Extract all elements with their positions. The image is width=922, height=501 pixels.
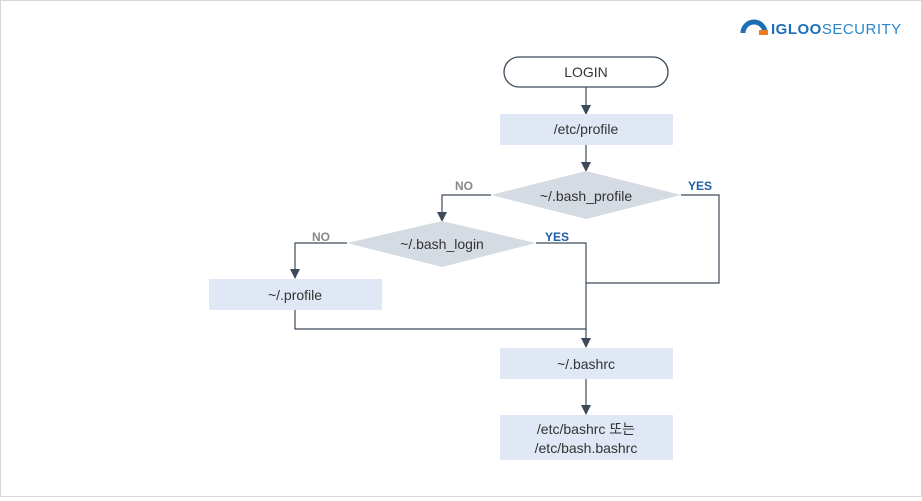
node-login: LOGIN: [503, 56, 669, 88]
igloo-security-logo: IGLOOSECURITY: [740, 19, 902, 38]
no-label-bash-login: NO: [312, 230, 330, 244]
node-bashrc-label: ~/.bashrc: [557, 356, 615, 372]
line-bash-profile-yes: [586, 194, 720, 284]
logo-text-bold: IGLOO: [771, 21, 822, 38]
yes-label-bash-profile: YES: [688, 179, 712, 193]
igloo-logo-mark-icon: [740, 19, 768, 35]
decision-bash-profile: ~/.bash_profile: [491, 171, 681, 219]
svg-text:IGLOOSECURITY: IGLOOSECURITY: [771, 21, 902, 38]
arrow-bash-login-yes: [536, 242, 591, 348]
decision-bash-profile-label: ~/.bash_profile: [540, 188, 632, 204]
node-home-profile-label: ~/.profile: [268, 287, 322, 303]
node-login-label: LOGIN: [564, 64, 608, 80]
logo-text-rest: SECURITY: [822, 21, 902, 38]
node-home-profile: ~/.profile: [209, 279, 382, 310]
yes-label-bash-login: YES: [545, 230, 569, 244]
arrow-bash-login-no: [290, 242, 347, 279]
node-etc-profile: /etc/profile: [500, 114, 673, 145]
node-etc-bashrc-line2: /etc/bash.bashrc: [535, 440, 638, 456]
no-label-bash-profile: NO: [455, 179, 473, 193]
decision-bash-login: ~/.bash_login: [347, 221, 536, 267]
node-etc-profile-label: /etc/profile: [554, 121, 619, 137]
decision-bash-login-label: ~/.bash_login: [400, 236, 484, 252]
arrow-bash-profile-no: [437, 194, 491, 222]
line-profile-to-bashrc: [294, 310, 586, 330]
node-bashrc: ~/.bashrc: [500, 348, 673, 379]
connectors: [290, 87, 720, 415]
node-etc-bashrc: /etc/bashrc 또는 /etc/bash.bashrc: [500, 415, 673, 460]
node-etc-bashrc-line1: /etc/bashrc 또는: [537, 421, 635, 437]
